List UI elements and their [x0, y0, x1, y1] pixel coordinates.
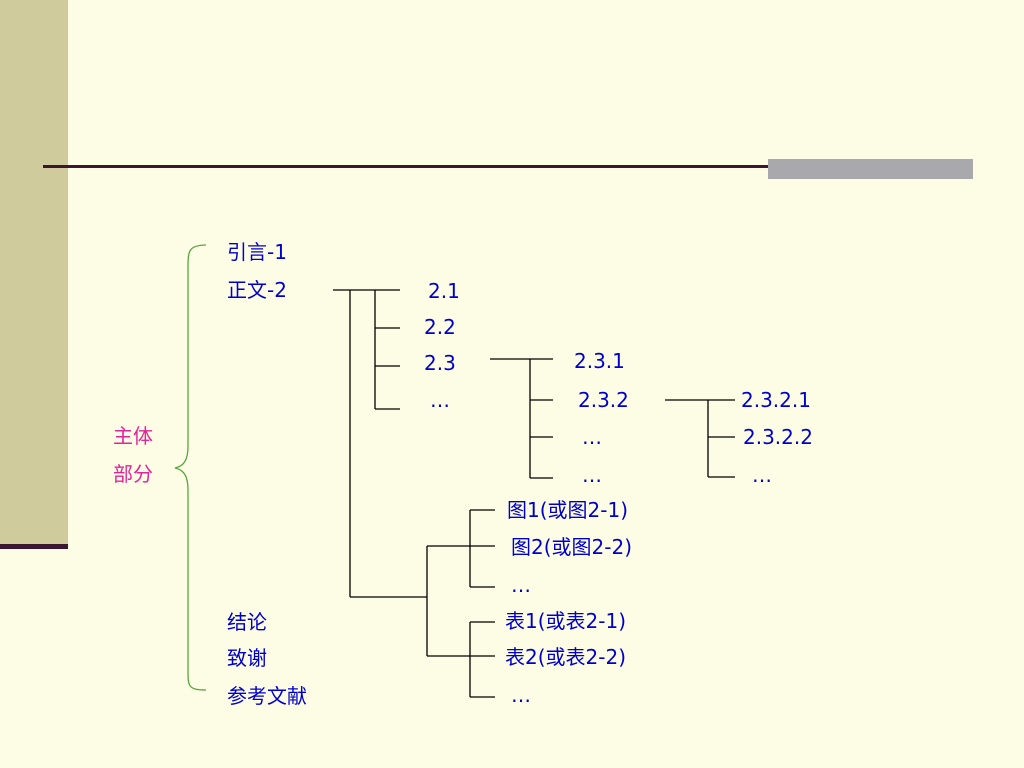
table-item: 表1(或表2-1): [505, 609, 626, 633]
level2-item: 2.2: [424, 315, 456, 339]
level3-to-level4-connector: [665, 399, 735, 478]
body-to-figures-tables-connector: [349, 290, 470, 657]
left-band-bottom-rule: [0, 544, 68, 549]
section-body: 正文-2: [227, 278, 287, 302]
section-introduction: 引言-1: [227, 240, 287, 264]
figure-item: 图1(或图2-1): [507, 498, 628, 522]
level4-item: …: [752, 463, 772, 487]
level2-item: …: [430, 388, 450, 412]
level2-item: 2.3: [424, 351, 456, 375]
tables-connector: [469, 621, 495, 698]
title-divider-line: [43, 165, 973, 168]
left-decorative-band: [0, 0, 68, 546]
level3-item: 2.3.1: [574, 349, 625, 373]
section-acknowledgements: 致谢: [227, 646, 267, 670]
group-label-line-1: 主体: [113, 424, 153, 448]
level3-item: …: [582, 463, 602, 487]
section-references: 参考文献: [227, 684, 307, 708]
figures-connector: [469, 509, 495, 588]
level3-item: …: [582, 425, 602, 449]
left-brace: [174, 244, 207, 691]
title-divider-accent-bar: [768, 159, 973, 179]
level2-to-level3-connector: [490, 358, 553, 479]
level4-item: 2.3.2.1: [741, 388, 811, 412]
group-label-line-2: 部分: [113, 462, 153, 486]
level3-item: 2.3.2: [578, 388, 629, 412]
level2-item: 2.1: [428, 279, 460, 303]
figure-item: 图2(或图2-2): [511, 535, 632, 559]
table-item: 表2(或表2-2): [505, 645, 626, 669]
level4-item: 2.3.2.2: [743, 425, 813, 449]
section-conclusion: 结论: [227, 610, 267, 634]
body-to-level2-connector: [333, 289, 400, 410]
figure-item: …: [511, 573, 531, 597]
table-item: …: [511, 683, 531, 707]
